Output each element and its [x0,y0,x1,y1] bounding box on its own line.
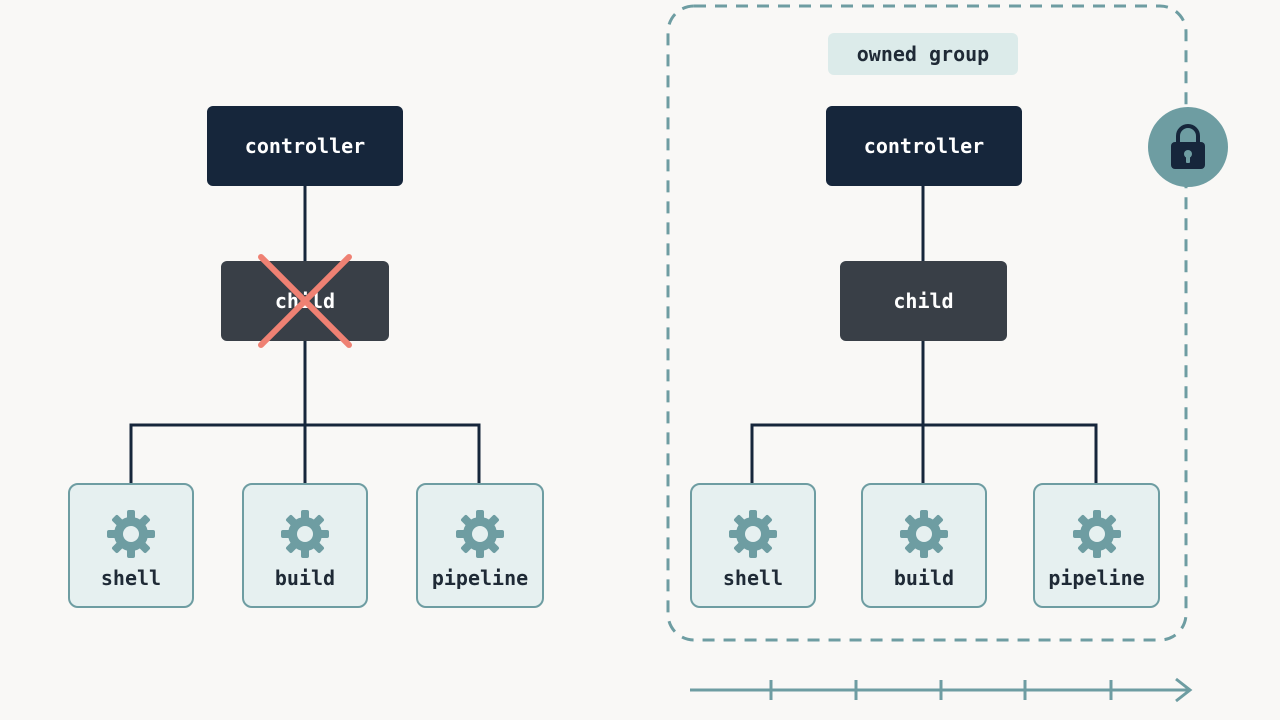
gear-icon [729,509,777,558]
right-connectors [750,185,1098,484]
lock-icon [1171,124,1205,169]
leaf-label: pipeline [431,565,529,590]
timeline [690,677,1193,703]
left-leaf-shell: shell [68,483,194,608]
right-controller-node: controller [826,106,1022,186]
leaf-label: pipeline [1048,565,1145,590]
owned-group-label: owned group [828,33,1018,75]
leaf-label: build [893,565,955,590]
owned-group-boundary [666,4,1188,642]
left-leaf-pipeline: pipeline [416,483,544,608]
right-child-node: child [840,261,1007,341]
owned-group-text: owned group [856,42,990,66]
left-controller-label: controller [244,134,366,158]
left-controller-node: controller [207,106,403,186]
left-leaf-build: build [242,483,368,608]
gear-icon [107,509,155,558]
right-leaf-build: build [861,483,987,608]
leaf-label: shell [100,565,162,590]
right-child-label: child [893,289,954,313]
right-controller-label: controller [863,134,985,158]
left-connectors [129,185,481,484]
gear-icon [456,509,504,558]
leaf-label: build [274,565,336,590]
right-leaf-shell: shell [690,483,816,608]
x-mark-icon [258,254,352,348]
gear-icon [1072,509,1121,558]
lock-badge [1148,107,1228,187]
gear-icon [900,509,948,558]
gear-icon [281,509,329,558]
leaf-label: shell [722,565,784,590]
right-leaf-pipeline: pipeline [1033,483,1160,608]
arrow-right-icon [1175,677,1193,703]
